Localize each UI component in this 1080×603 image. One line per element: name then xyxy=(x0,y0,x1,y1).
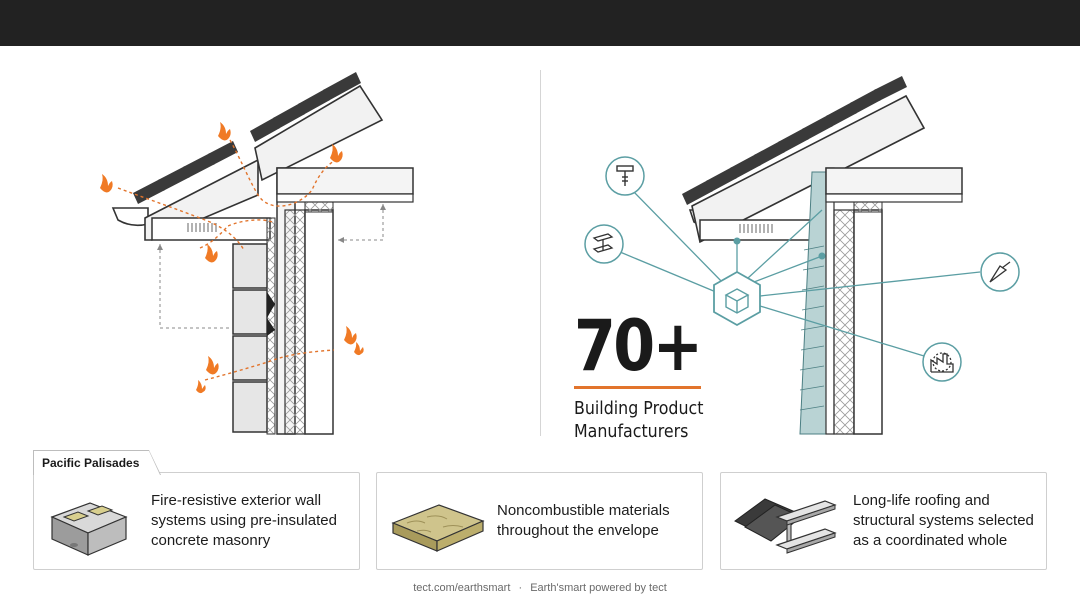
connector-dot-siding xyxy=(818,252,826,260)
footer: tect.com/earthsmart · Earth'smart powere… xyxy=(0,580,1080,596)
stat-label-line1: Building Product xyxy=(574,398,704,419)
left-soffit xyxy=(151,217,271,241)
connector-dot-soffit xyxy=(733,237,741,245)
card-roofing-text: Long-life roofing and structural systems… xyxy=(853,491,1034,551)
right-floor-plate xyxy=(825,193,963,203)
right-stud-inner xyxy=(853,209,883,435)
factory-circle xyxy=(922,342,962,382)
left-shingles-lower xyxy=(133,141,238,204)
factory-icon xyxy=(930,352,954,373)
feature-card-masonry: Fire-resistive exterior wall systems usi… xyxy=(33,472,360,570)
trowel-icon xyxy=(989,261,1011,283)
left-gap-fill xyxy=(267,292,275,336)
i-beam-icon xyxy=(592,233,614,253)
roof-tile-steel-beam-icon xyxy=(734,498,837,554)
left-flame-icons xyxy=(100,122,364,394)
right-header-block xyxy=(853,201,883,213)
card-roofing-line3: as a coordinated whole xyxy=(853,532,1008,549)
right-siding-lines xyxy=(799,245,825,411)
stat-label: Building Product Manufacturers xyxy=(574,397,750,443)
left-masonry-wall xyxy=(232,243,268,433)
right-wall-section-diagram xyxy=(584,76,1020,435)
card-roofing-line1: Long-life roofing and xyxy=(853,492,990,509)
left-insulation xyxy=(284,209,306,435)
left-wall-section-diagram xyxy=(100,72,414,435)
left-roof-upper xyxy=(254,84,384,182)
feature-card-materials: Noncombustible materials throughout the … xyxy=(376,472,703,570)
hammer-icon xyxy=(616,165,634,186)
right-shingles xyxy=(682,76,907,205)
left-floor-beam xyxy=(276,167,414,195)
left-floor-plate xyxy=(276,193,414,203)
left-header-block xyxy=(304,201,334,213)
right-connector-lines xyxy=(619,189,981,357)
right-soffit-vent xyxy=(739,224,773,233)
trowel-circle xyxy=(980,252,1020,292)
left-fire-paths xyxy=(117,139,337,381)
top-bar xyxy=(0,0,1080,46)
location-tag: Pacific Palisades xyxy=(33,450,162,475)
right-sheathing xyxy=(825,167,835,435)
hammer-circle xyxy=(605,156,645,196)
card-materials-line2: throughout the envelope xyxy=(497,522,659,539)
illustration-area xyxy=(100,72,1020,435)
left-stud-inner xyxy=(304,209,334,435)
feature-card-roofing: Long-life roofing and structural systems… xyxy=(720,472,1047,570)
footer-brand: Earth'smart powered by tect xyxy=(530,582,667,594)
stat-label-line2: Manufacturers xyxy=(574,421,689,442)
card-masonry-line2: systems using pre-insulated xyxy=(151,512,337,529)
card-materials-text: Noncombustible materials throughout the … xyxy=(497,501,670,541)
stat-block: 70+ Building Product Manufacturers xyxy=(574,306,774,443)
insulation-board-icon xyxy=(391,504,485,552)
stat-accent-rule xyxy=(574,386,701,389)
right-siding xyxy=(799,171,827,435)
right-roof xyxy=(691,94,926,244)
left-airflow-paths xyxy=(157,204,386,329)
product-hub-hexagon xyxy=(713,270,761,327)
concrete-block-icon xyxy=(50,502,128,556)
cube-icon xyxy=(724,288,750,314)
card-materials-line1: Noncombustible materials xyxy=(497,502,670,519)
right-floor-beam xyxy=(825,167,963,195)
right-insulation xyxy=(833,209,855,435)
left-shingles-upper xyxy=(250,72,361,142)
card-masonry-line3: concrete masonry xyxy=(151,532,271,549)
footer-url[interactable]: tect.com/earthsmart xyxy=(413,582,511,594)
card-masonry-text: Fire-resistive exterior wall systems usi… xyxy=(151,491,337,551)
stat-number: 70+ xyxy=(574,305,703,387)
footer-separator: · xyxy=(518,582,523,594)
card-masonry-line1: Fire-resistive exterior wall xyxy=(151,492,322,509)
steel-beam-circle xyxy=(584,224,624,264)
section-divider xyxy=(540,70,541,436)
card-roofing-line2: structural systems selected xyxy=(853,512,1034,529)
left-gutter xyxy=(111,207,149,227)
